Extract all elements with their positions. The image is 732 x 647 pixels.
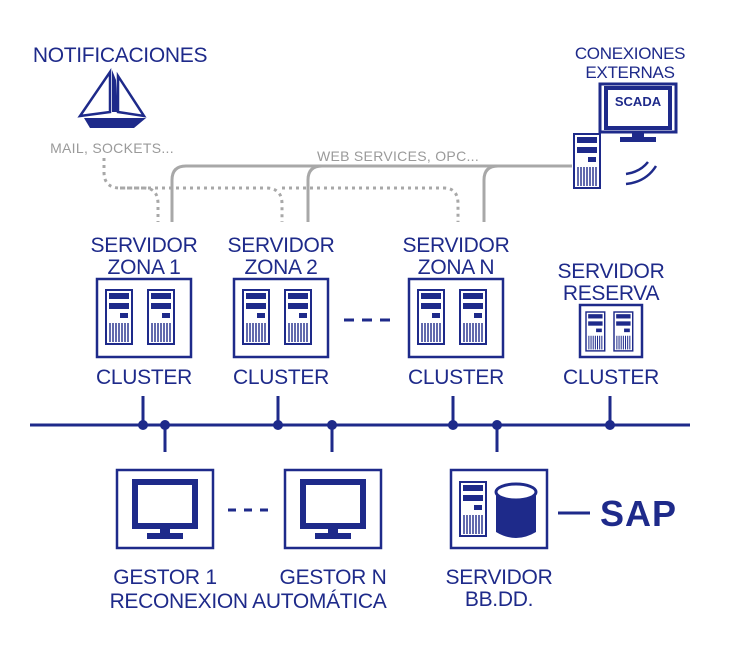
- zona1-label-line2: ZONA 1: [107, 256, 181, 279]
- conexiones-label-line2: EXTERNAS: [585, 63, 675, 82]
- web-services-label: WEB SERVICES, OPC...: [316, 148, 480, 164]
- cluster-label-zona-2: CLUSTER: [233, 366, 329, 389]
- bus-junction-dots: [138, 420, 615, 430]
- zona1-label-line1: SERVIDOR: [90, 234, 198, 257]
- network-bus: [30, 396, 690, 452]
- database-cylinder-icon: [494, 482, 538, 538]
- cluster-box-zona-n: [407, 277, 505, 359]
- notification-connectors: [102, 158, 460, 222]
- cluster-label-zona-n: CLUSTER: [408, 366, 504, 389]
- reserva-label-line2: RESERVA: [562, 282, 660, 305]
- scada-monitor-icon: [598, 82, 678, 142]
- zonaN-label-line1: SERVIDOR: [402, 234, 510, 257]
- sailboat-icon: [77, 67, 147, 128]
- zona2-label-line2: ZONA 2: [244, 256, 318, 279]
- reserva-label-line1: SERVIDOR: [557, 260, 665, 283]
- cluster-label-reserva: CLUSTER: [563, 366, 659, 389]
- cluster-box-zona-2: [232, 277, 330, 359]
- bbdd-label-line2: BB.DD.: [464, 588, 534, 611]
- cluster-box-zona-1: [95, 277, 193, 359]
- notificaciones-label: NOTIFICACIONES: [32, 44, 208, 67]
- cluster-label-zona-1: CLUSTER: [96, 366, 192, 389]
- mail-sockets-label: MAIL, SOCKETS...: [50, 140, 174, 156]
- cluster-box-reserva: [578, 303, 644, 359]
- scada-label: SCADA: [614, 94, 662, 109]
- sap-label: SAP: [600, 493, 678, 534]
- conexiones-label-line1: CONEXIONES: [574, 44, 686, 63]
- monitor-icon-gestor-n: [285, 470, 381, 548]
- wireless-signal-icon: [625, 161, 658, 186]
- reconexion-label: RECONEXION AUTOMÁTICA: [109, 590, 387, 613]
- gestor1-label: GESTOR 1: [113, 566, 217, 589]
- external-server-tower-icon: [573, 133, 601, 189]
- monitor-icon-gestor-1: [117, 470, 213, 548]
- bbdd-label-line1: SERVIDOR: [445, 566, 553, 589]
- zonaN-label-line2: ZONA N: [417, 256, 495, 279]
- gestorN-label: GESTOR N: [279, 566, 387, 589]
- web-services-connectors: [170, 164, 572, 222]
- zona2-label-line1: SERVIDOR: [227, 234, 335, 257]
